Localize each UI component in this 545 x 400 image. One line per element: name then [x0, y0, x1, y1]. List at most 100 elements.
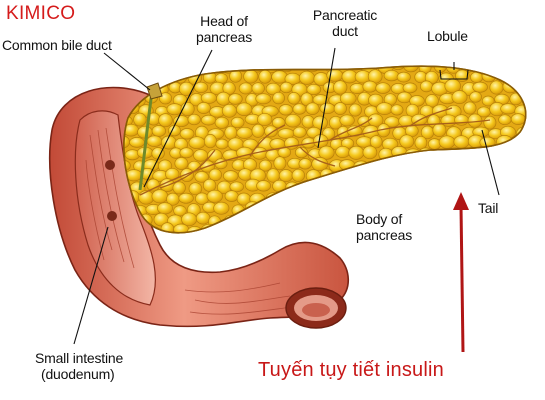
lobule-cell	[213, 201, 230, 215]
lobule-cell	[486, 214, 502, 227]
lobule-cell	[438, 201, 455, 215]
lobule-cell	[501, 170, 518, 182]
lobule-cell	[259, 225, 273, 233]
lobule-cell	[316, 203, 330, 216]
lobule-cell	[432, 123, 447, 138]
insulin-arrow	[453, 192, 469, 353]
lobule-cell	[181, 212, 198, 227]
caption-insulin: Tuyến tụy tiết insulin	[258, 359, 444, 381]
lobule-cell	[278, 104, 294, 116]
label-duct-line2: duct	[332, 23, 358, 39]
lobule-cell	[369, 135, 383, 149]
lobule-cell	[298, 158, 312, 170]
label-pancreatic-duct: Pancreatic duct	[308, 7, 382, 39]
lobule-cell	[424, 203, 441, 216]
lobule-cell	[390, 104, 404, 116]
lobule-cell	[414, 135, 428, 150]
lobule-cell	[404, 148, 422, 160]
lobule-cell	[527, 116, 539, 127]
lobule-cell	[291, 168, 305, 182]
lobule-cell	[244, 226, 257, 233]
lobule-cell	[206, 189, 223, 203]
lobule-cell	[440, 158, 456, 171]
label-head-line1: Head of	[200, 13, 248, 29]
label-small-intestine: Small intestine (duodenum)	[35, 350, 123, 382]
lobule-cell	[188, 182, 203, 196]
pancreas	[123, 65, 539, 234]
lobule-cell	[475, 170, 493, 182]
lobule-cell	[451, 90, 468, 105]
lobule-cell	[483, 115, 497, 130]
lobule-cell	[441, 182, 457, 195]
lobule-cell	[493, 222, 510, 233]
lobule-cell	[336, 189, 351, 203]
lobule-cell	[507, 202, 523, 214]
lobule-cell	[515, 81, 526, 93]
lobule-cell	[312, 115, 328, 130]
lobule-cell	[399, 134, 415, 149]
lobule-cell	[495, 160, 510, 174]
lobule-cell	[502, 147, 519, 161]
lobule-cell	[264, 214, 278, 226]
lobule-cell	[188, 136, 206, 150]
lobule-cell	[459, 171, 474, 184]
label-head-line2: pancreas	[196, 29, 252, 45]
lobule-cell	[500, 103, 517, 115]
lobule-cell	[490, 147, 506, 162]
lobule-cell	[287, 92, 301, 105]
lobule-cell	[305, 102, 320, 115]
lobule-cell	[214, 116, 230, 129]
label-intestine-line2: (duodenum)	[41, 366, 115, 382]
lobule-cell	[362, 168, 377, 181]
lobule-cell	[438, 135, 456, 149]
lobule-cell	[228, 93, 243, 105]
lobule-cell	[473, 147, 488, 159]
label-body-line2: pancreas	[356, 227, 412, 243]
lobule-cell	[502, 66, 516, 70]
lobule-cell	[146, 178, 160, 192]
lobule-cell	[179, 147, 194, 159]
lobule-cell	[251, 82, 265, 95]
lobule-cell	[258, 69, 272, 84]
lobule-cell	[503, 192, 517, 207]
lobule-cell	[279, 81, 293, 94]
leader-lines	[73, 47, 500, 345]
lobule-cell	[453, 181, 469, 195]
lobule-cell	[372, 159, 386, 174]
lobule-cell	[264, 125, 278, 138]
pancreatic-duct-vessel	[139, 107, 491, 196]
lobule-cell	[172, 181, 186, 195]
lobule-cell	[284, 204, 302, 217]
lobule-cell	[460, 214, 475, 225]
lobule-cell	[501, 215, 518, 227]
lobule-cell	[479, 179, 496, 192]
lobule-cell	[335, 171, 352, 183]
lobule-cell	[419, 168, 435, 182]
lobule-cell	[224, 190, 239, 202]
lobule-cell	[151, 125, 167, 137]
lobule-cell	[153, 66, 169, 71]
lobule-cell	[308, 212, 322, 225]
lobule-cell	[123, 68, 132, 82]
lobule-cell	[341, 223, 356, 233]
lobule-cell	[476, 215, 491, 227]
lobule-cell	[412, 180, 428, 195]
lobule-cell	[333, 80, 348, 95]
lobule-cell	[397, 180, 412, 192]
lobule-cell	[160, 69, 175, 81]
duct-opening-lower	[107, 211, 117, 221]
lobule-cell	[243, 69, 259, 84]
lobule-cell	[454, 157, 468, 171]
lobule-cell	[377, 192, 392, 207]
lobule-cell	[317, 214, 335, 227]
lobule-cell	[427, 179, 442, 194]
lobule-cell	[255, 93, 272, 105]
lobule-cell	[404, 192, 419, 206]
lobule-cell	[214, 224, 229, 233]
lobule-cell	[454, 114, 469, 126]
lobule-cell	[344, 180, 358, 192]
common-bile-duct-vessel	[138, 91, 154, 191]
lobule-cell	[481, 95, 495, 107]
lobule-cell	[507, 227, 525, 233]
lobule-cell	[230, 116, 245, 129]
